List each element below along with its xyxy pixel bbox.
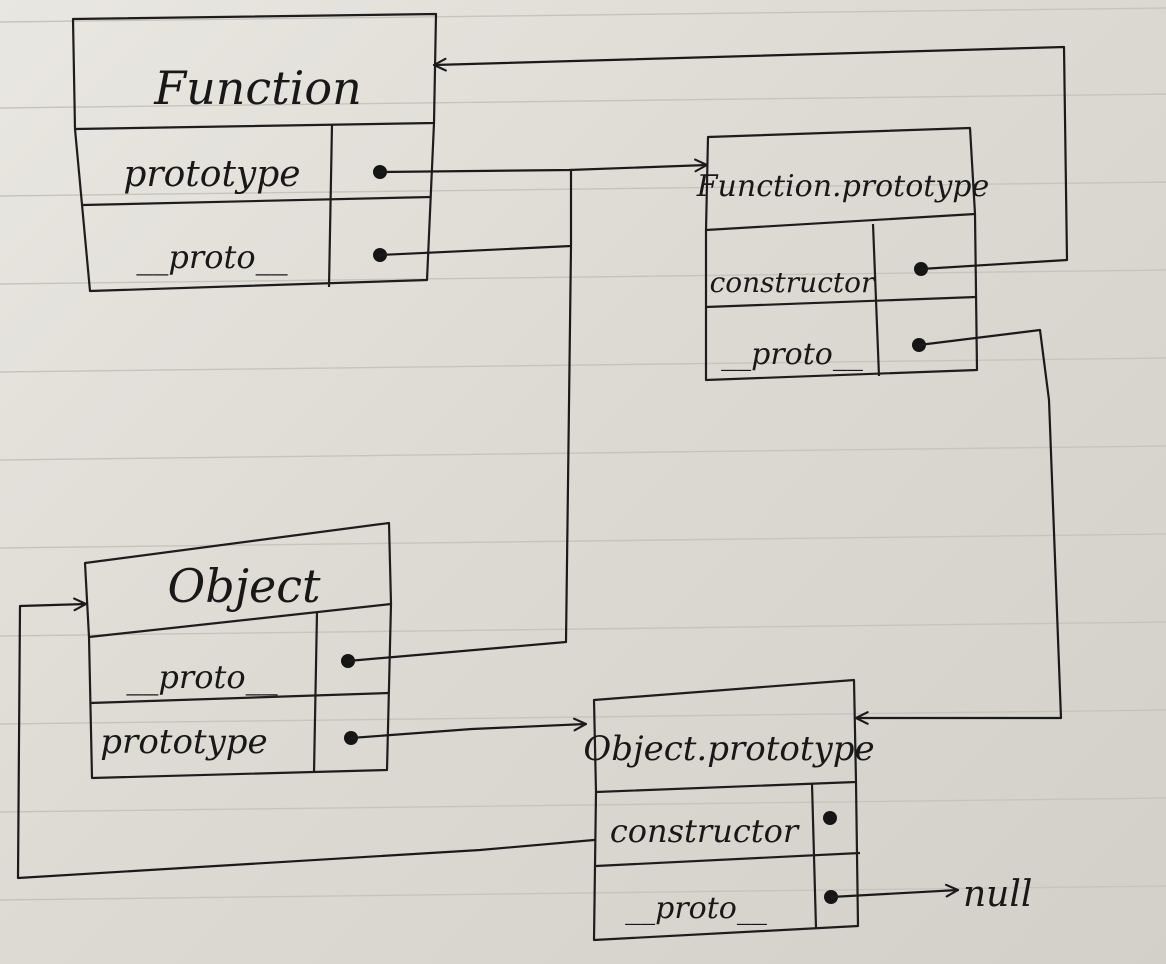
object-row-prototype-label: prototype [100, 722, 267, 762]
arrow-function-prototype-proto-to-object-prototype [854, 328, 1063, 725]
object-prototype-row-constructor-label: constructor [610, 812, 800, 850]
function-prototype-row-constructor-label: constructor [710, 266, 876, 299]
function-prototype-node: Function.prototype constructor __proto__ [696, 126, 990, 382]
object-node: Object __proto__ prototype [83, 521, 393, 780]
function-title: Function [153, 61, 361, 115]
arrow-object-prototype-constructor-to-object [16, 597, 596, 880]
arrow-object-prototype-proto-to-null [829, 883, 960, 899]
function-row-proto-label: __proto__ [136, 238, 287, 276]
arrow-function-prototype-constructor-to-function [432, 45, 1069, 271]
ruled-lines [0, 7, 1166, 901]
object-prototype-constructor-pointer-dot [823, 811, 837, 825]
pointer-arrows [16, 45, 1069, 899]
arrow-function-prototype-to-function-prototype [378, 158, 709, 174]
arrow-object-proto-to-function-prototype [346, 244, 573, 663]
object-prototype-node: Object.prototype constructor __proto__ [583, 678, 875, 942]
arrow-function-proto-to-function-prototype [378, 168, 573, 257]
object-title: Object [168, 559, 321, 613]
arrow-object-prototype-to-object-prototype [349, 717, 588, 740]
object-prototype-title: Object.prototype [583, 729, 874, 769]
function-node: Function prototype __proto__ [71, 12, 438, 293]
function-prototype-title: Function.prototype [696, 169, 990, 204]
function-row-prototype-label: prototype [123, 154, 300, 195]
object-row-proto-label: __proto__ [126, 658, 277, 696]
object-prototype-row-proto-label: __proto__ [625, 891, 767, 926]
function-prototype-row-proto-label: __proto__ [721, 337, 863, 372]
null-label: null [963, 874, 1032, 915]
